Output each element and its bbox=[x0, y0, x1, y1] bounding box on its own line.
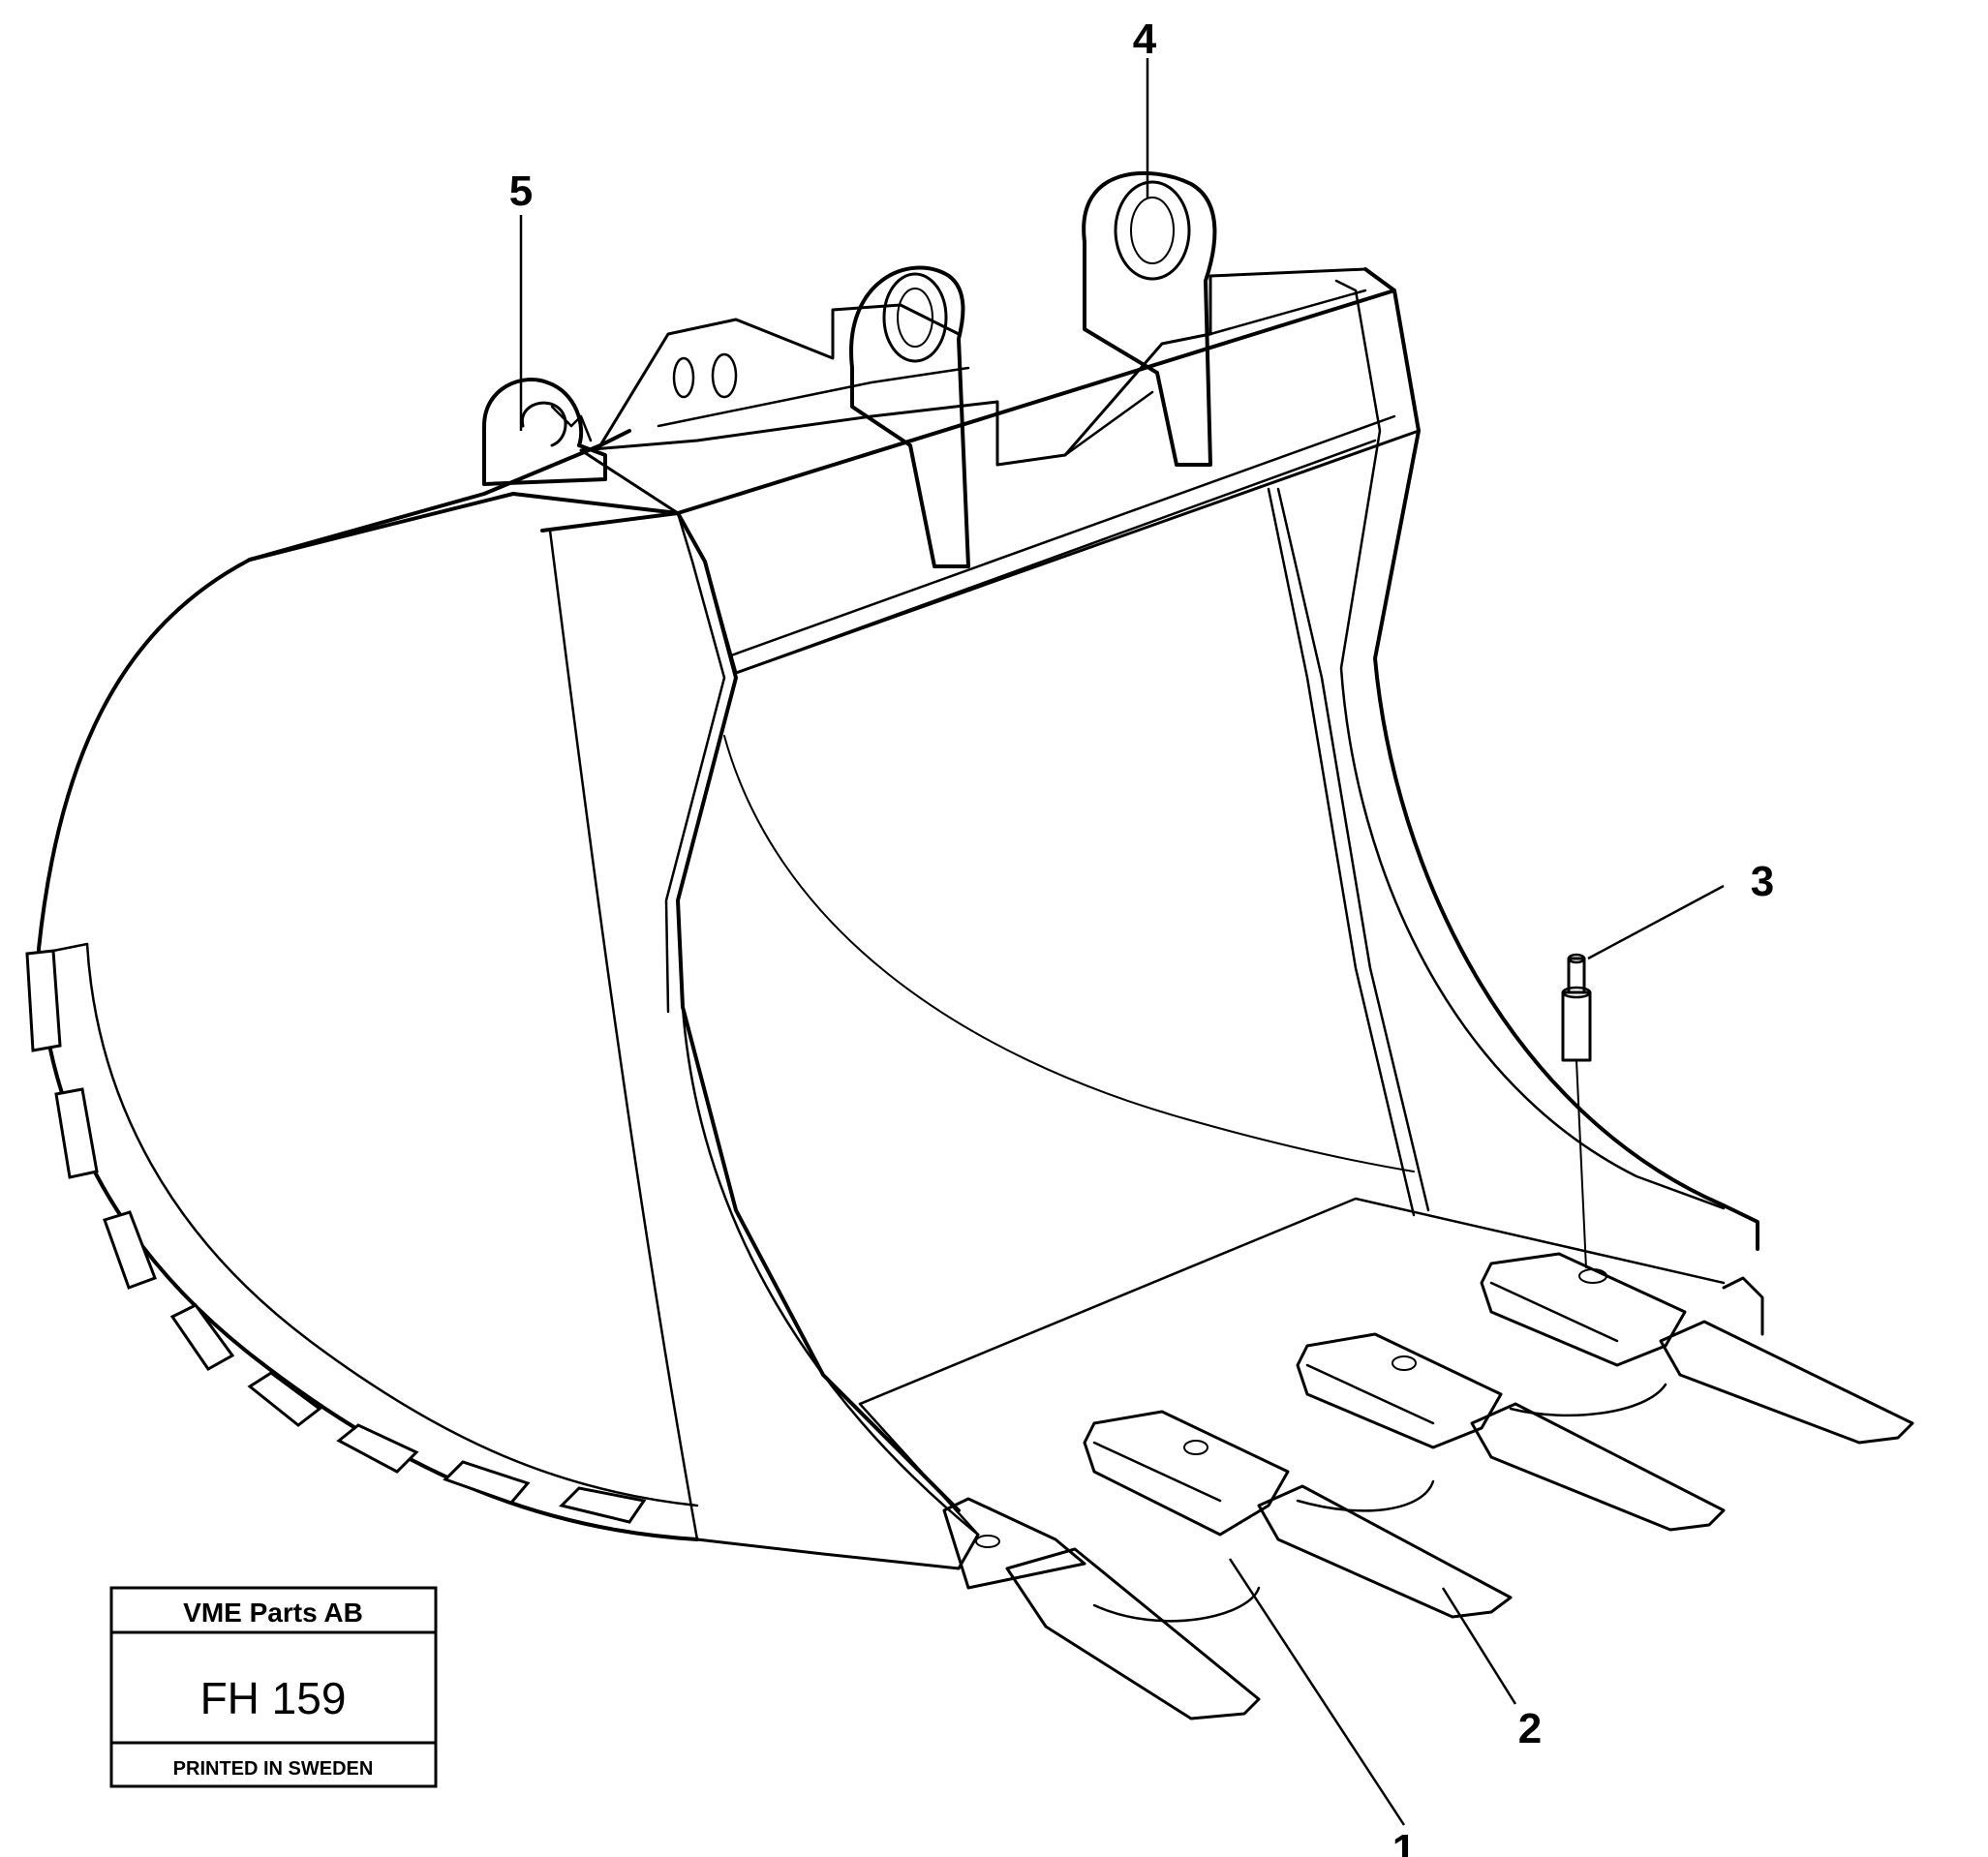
bucket-teeth bbox=[695, 1252, 1914, 1720]
top-cross-beam bbox=[676, 289, 1396, 515]
tooth-2 bbox=[1083, 1410, 1513, 1619]
lifting-lug-right bbox=[1082, 170, 1217, 467]
bucket-inner-curve bbox=[723, 735, 1415, 1172]
callout-2: 2 bbox=[1518, 1705, 1542, 1752]
callout-5: 5 bbox=[509, 167, 533, 215]
side-wall-left bbox=[540, 511, 961, 1512]
lifting-lug-middle bbox=[849, 265, 970, 568]
callout-3: 3 bbox=[1751, 858, 1774, 905]
leader-lines bbox=[519, 58, 1725, 1826]
bucket-side-plate bbox=[37, 558, 252, 956]
lifting-hook bbox=[482, 378, 607, 486]
tooth-4 bbox=[1480, 1252, 1914, 1445]
hinge-hole-2 bbox=[711, 352, 738, 399]
hinge-plate bbox=[598, 303, 961, 447]
bucket-floor bbox=[858, 1197, 1726, 1406]
title-block: VME Parts AB FH 159 PRINTED IN SWEDEN bbox=[109, 1586, 438, 1788]
stamp-company: VME Parts AB bbox=[183, 1598, 363, 1628]
callout-1: 1 bbox=[1392, 1826, 1416, 1857]
tooth-3 bbox=[1296, 1332, 1726, 1532]
side-wall-right bbox=[1363, 267, 1759, 1251]
wear-strips bbox=[25, 949, 647, 1524]
excavator-bucket bbox=[25, 170, 1759, 1541]
tooth-1 bbox=[942, 1497, 1261, 1720]
callout-4: 4 bbox=[1133, 15, 1157, 63]
stamp-code: FH 159 bbox=[200, 1673, 347, 1723]
stamp-printed: PRINTED IN SWEDEN bbox=[173, 1758, 374, 1780]
bucket-top-rim bbox=[248, 429, 631, 562]
hinge-hole-1 bbox=[672, 356, 695, 399]
tooth-pin bbox=[1561, 953, 1592, 1269]
